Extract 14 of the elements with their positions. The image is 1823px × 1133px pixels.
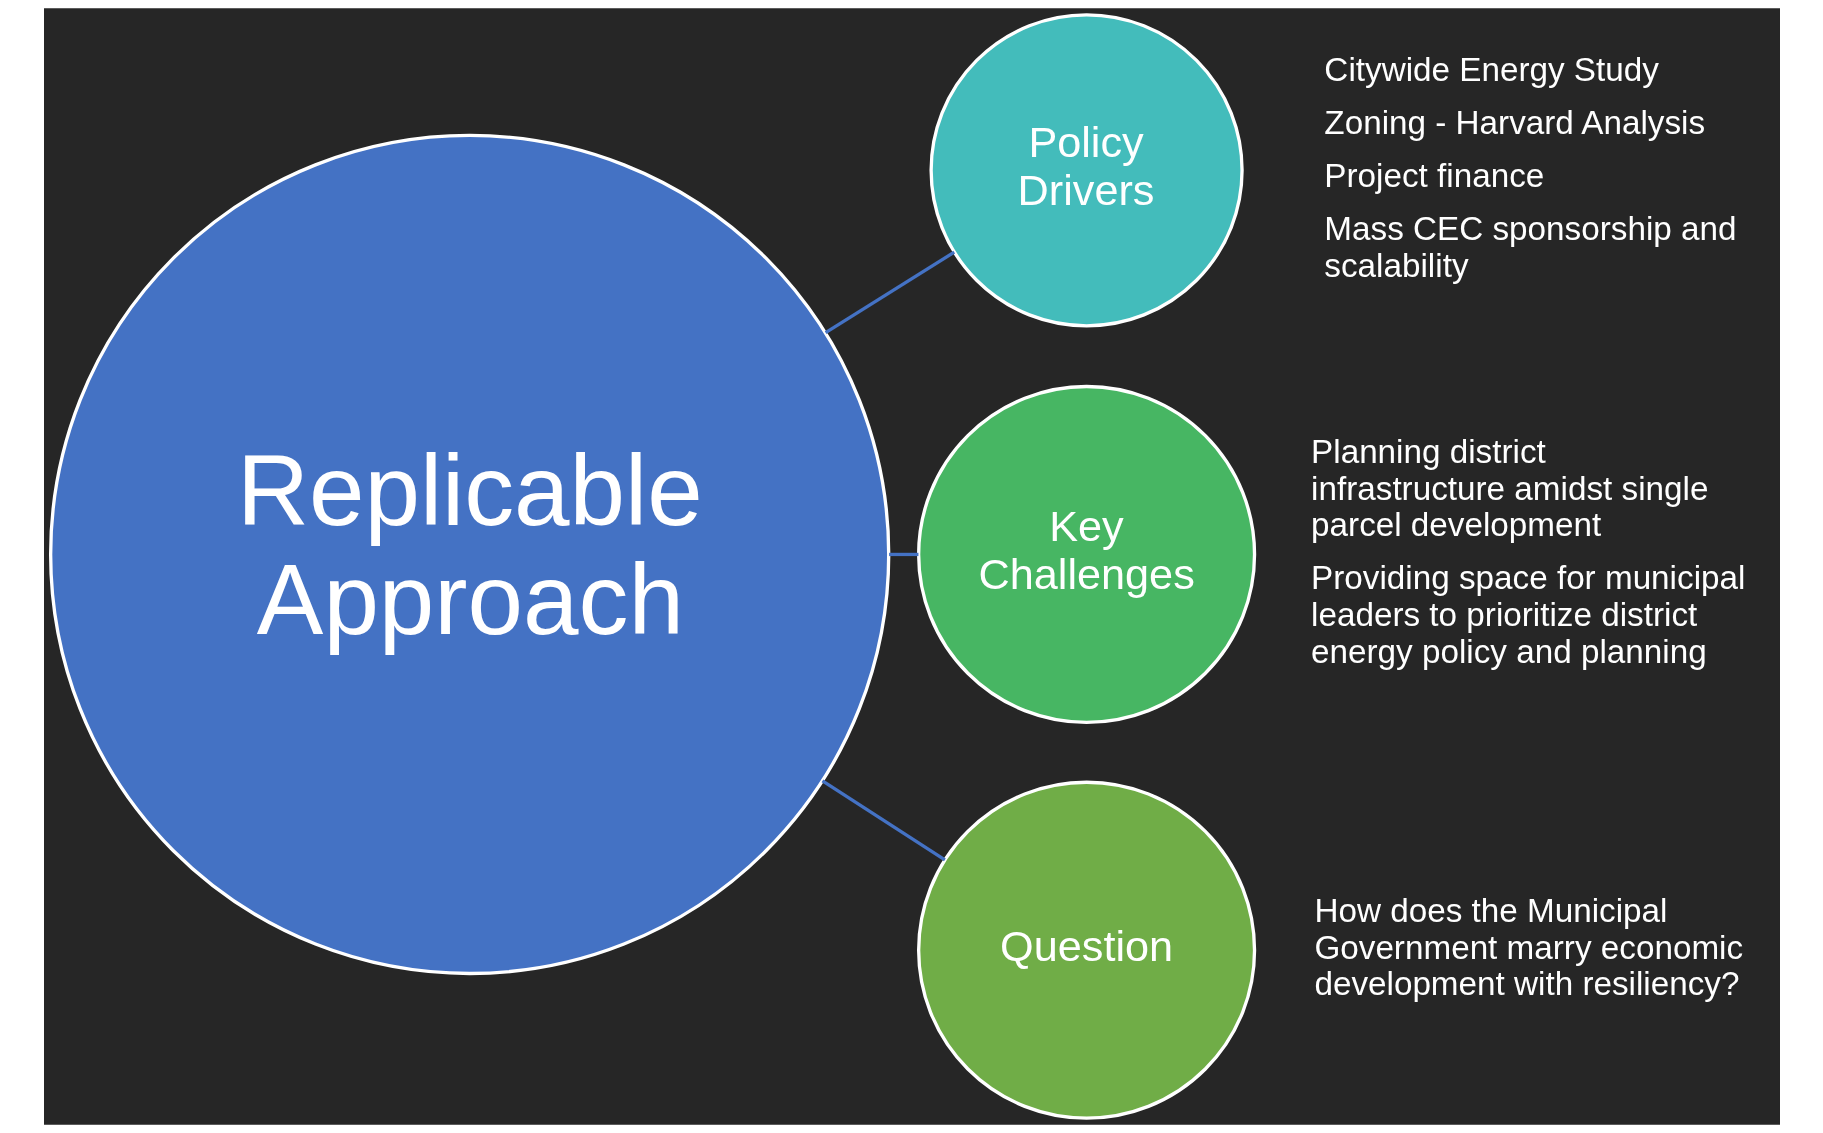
node-circle: Policy Drivers [928, 13, 1244, 328]
node-circle: Replicable Approach [48, 133, 890, 976]
node-label: Planning district infrastructure amidst single parcel development [1310, 432, 1708, 544]
connector [821, 779, 946, 862]
node-label: Project finance [1323, 156, 1544, 194]
node-circle: Question [916, 780, 1256, 1120]
node-label: Providing space for municipal leaders to prioritize district energy policy and planning [1310, 559, 1745, 670]
node-circle: Key Challenges [916, 384, 1256, 725]
node-label: Zoning - Harvard Analysis [1323, 103, 1705, 141]
connector [888, 552, 918, 557]
node-label: Mass CEC sponsorship and scalability [1323, 210, 1737, 284]
node-label: Citywide Energy Study [1323, 50, 1659, 88]
connector [824, 250, 955, 335]
node-label: How does the Municipal Government marry economic development with resiliency? [1313, 891, 1743, 1003]
